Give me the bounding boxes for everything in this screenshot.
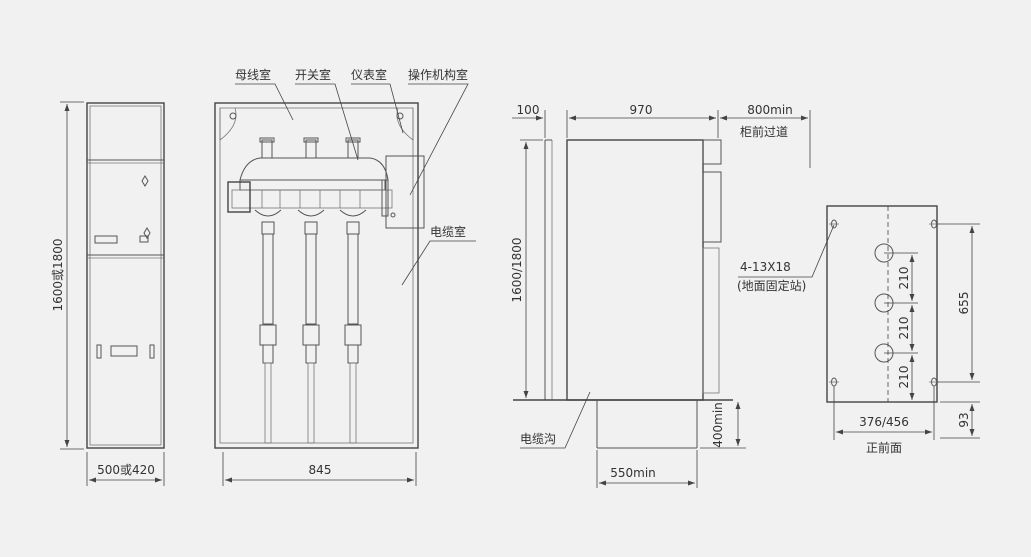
base-view: 4-13X18 (地面固定站) 210 210 210 655 93 376/4…: [737, 205, 980, 455]
label-busbar-room: 母线室: [235, 67, 271, 82]
side-dim-100: 100: [517, 103, 540, 117]
busbar-insulators: [259, 137, 361, 159]
side-view: 100 970 800min 柜前过道 1600/1800 电缆沟 400min…: [510, 103, 811, 488]
interior-view: 母线室 开关室 仪表室 操作机构室 电缆室 845: [214, 67, 476, 486]
bolt-spec: 4-13X18: [740, 260, 791, 274]
cable-trench-label: 电缆沟: [520, 432, 556, 446]
label-cable-room: 电缆室: [430, 224, 466, 239]
label-switch-room: 开关室: [295, 67, 331, 82]
front-height-dim: 1600或1800: [51, 238, 65, 311]
spacing-210-b: 210: [897, 317, 911, 340]
dim-93: 93: [957, 412, 971, 427]
front-width-dim: 500或420: [97, 463, 155, 477]
front-side-label: 正前面: [866, 440, 902, 455]
pole-b: [297, 209, 325, 444]
side-dim-400min: 400min: [711, 402, 725, 448]
side-dim-800min: 800min: [747, 103, 793, 117]
label-mechanism-room: 操作机构室: [408, 67, 468, 82]
label-instrument-room: 仪表室: [351, 67, 387, 82]
front-passage-label: 柜前过道: [740, 124, 788, 139]
bolt-note: (地面固定站): [737, 278, 806, 293]
base-width-dim: 376/456: [859, 415, 909, 429]
pole-c: [339, 209, 367, 444]
front-view: 1600或1800 500或420: [51, 101, 165, 486]
spacing-210-a: 210: [897, 267, 911, 290]
interior-width-dim: 845: [309, 463, 332, 477]
pole-a: [254, 209, 282, 444]
spacing-210-c: 210: [897, 366, 911, 389]
dim-655: 655: [957, 292, 971, 315]
side-height-dim: 1600/1800: [510, 237, 524, 302]
side-dim-970: 970: [630, 103, 653, 117]
side-dim-550min: 550min: [610, 466, 656, 480]
